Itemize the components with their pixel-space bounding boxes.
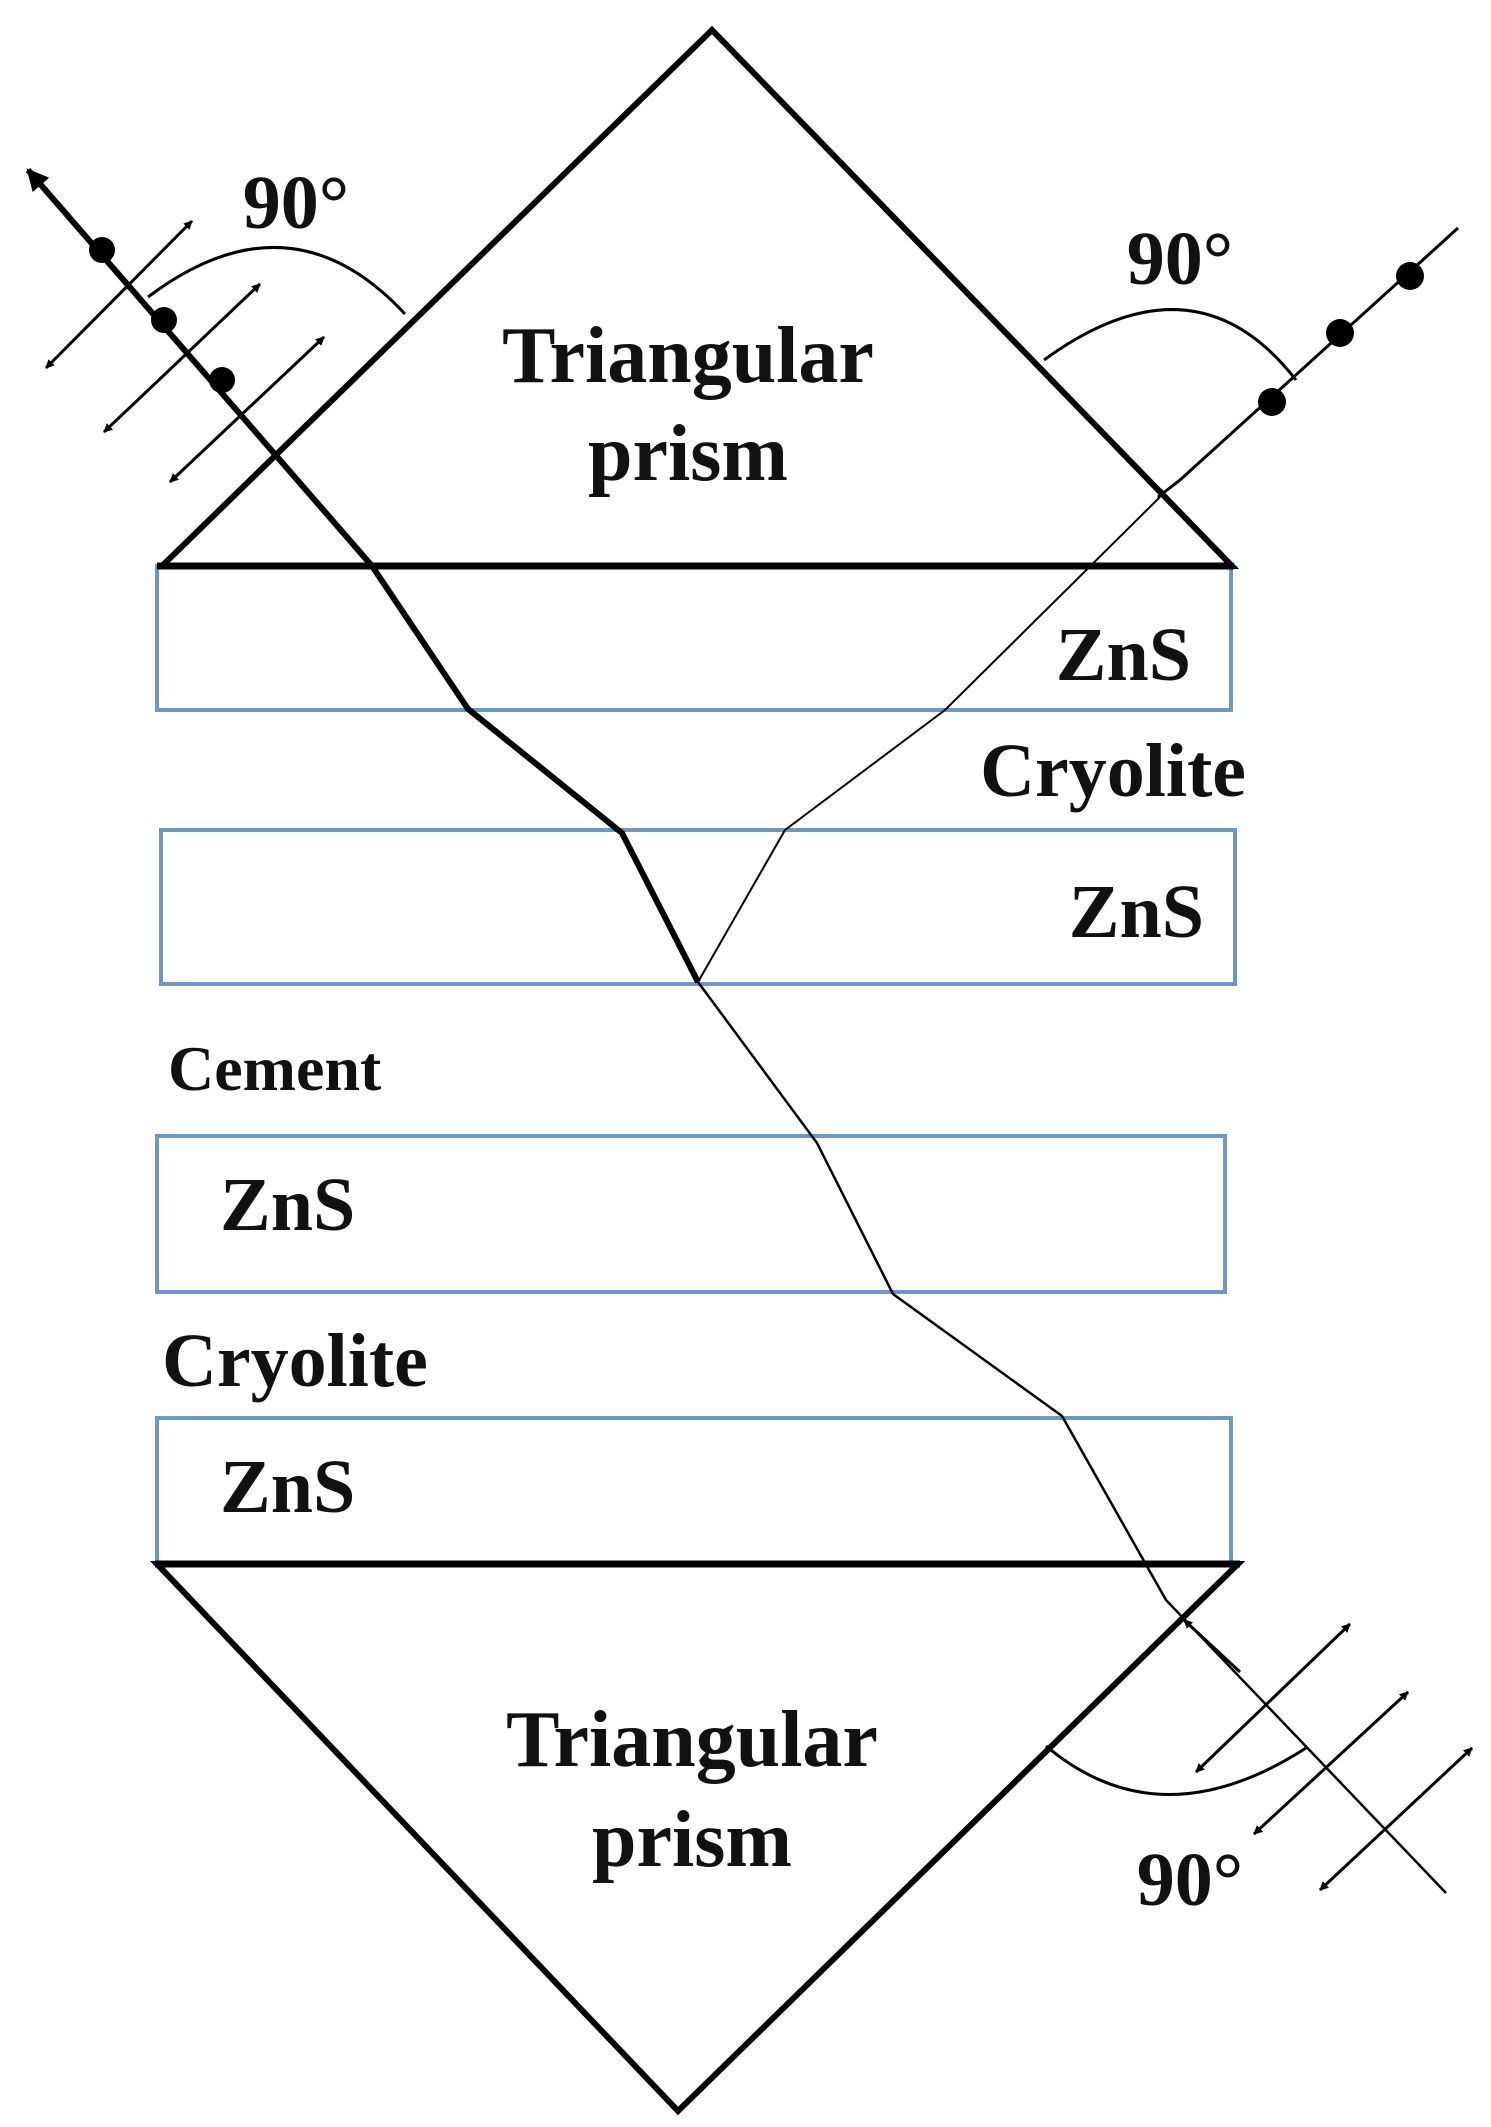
right-angle-arc-top-left: [147, 246, 407, 316]
s-polarization-dot: [1396, 262, 1424, 290]
zns-label-1: ZnS: [1056, 613, 1191, 697]
angle-label-top-right: 90°: [1127, 217, 1233, 301]
p-polarization-arrow: [168, 335, 326, 484]
p-polarization-arrow: [1194, 1622, 1352, 1774]
p-polarization-arrow: [1318, 1746, 1474, 1892]
s-polarization-dot: [89, 237, 115, 263]
p-polarization-arrow: [44, 219, 194, 370]
cryolite-label-1: Cryolite: [980, 729, 1246, 813]
zns-label-2: ZnS: [1069, 870, 1204, 954]
p-polarization-arrow: [1252, 1690, 1410, 1836]
incident-beam-path: [1157, 226, 1460, 499]
top-prism-label-line2: prism: [588, 410, 788, 498]
transmitted-beam-arrow: [1182, 1618, 1242, 1674]
bottom-prism-label-line1: Triangular: [506, 1696, 878, 1784]
top-prism-label-line1: Triangular: [502, 312, 874, 400]
right-angle-arc-top-right: [1043, 308, 1298, 381]
angle-label-top-left: 90°: [243, 161, 349, 245]
right-angle-arc-bottom-right: [1045, 1744, 1307, 1796]
s-polarization-dot: [209, 367, 235, 393]
bottom-prism-label-line2: prism: [592, 1796, 792, 1884]
s-polarization-dot: [1258, 388, 1286, 416]
cryolite-label-2: Cryolite: [162, 1319, 428, 1403]
reflected-beam-path: [25, 168, 701, 984]
zns-label-3: ZnS: [220, 1163, 355, 1247]
cement-label: Cement: [168, 1033, 382, 1104]
zns-label-4: ZnS: [220, 1445, 355, 1529]
incident-beam-in-film: [697, 496, 1161, 983]
s-polarization-dot: [1326, 319, 1354, 347]
angle-label-bottom-right: 90°: [1137, 1838, 1243, 1922]
zns-layer-3: [155, 1134, 1227, 1294]
s-polarization-dot: [151, 307, 177, 333]
